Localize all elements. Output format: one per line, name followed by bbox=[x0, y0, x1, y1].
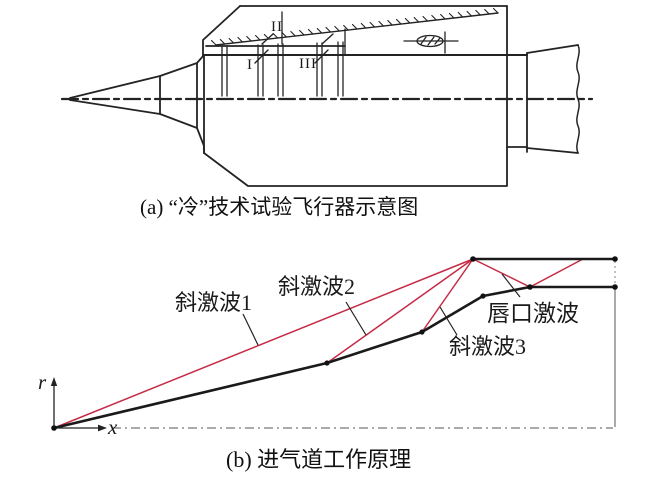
leader-shock2 bbox=[345, 301, 367, 336]
leader-lip-shock bbox=[501, 273, 521, 298]
oblique-shock-1-label: 斜激波1 bbox=[175, 290, 253, 315]
inlet-diagram bbox=[50, 256, 618, 432]
leader-shock1 bbox=[242, 313, 259, 346]
coordinate-axes bbox=[53, 381, 99, 429]
oblique-shock-2-label: 斜激波2 bbox=[278, 274, 356, 299]
body-outline bbox=[202, 5, 528, 187]
station-label-3: III bbox=[299, 56, 317, 72]
compression-ramp bbox=[52, 285, 617, 430]
oblique-shock-1-line bbox=[53, 258, 474, 429]
caption-figure-b: (b) 进气道工作原理 bbox=[226, 447, 412, 472]
geometry-node-dots bbox=[51, 256, 618, 431]
oblique-shock-3-line bbox=[421, 258, 474, 333]
lip-shock-label: 唇口激波 bbox=[487, 301, 579, 326]
oblique-shock-2-line bbox=[326, 258, 474, 364]
flameholder-oval bbox=[403, 34, 459, 48]
tailpipe-nozzle bbox=[506, 44, 580, 154]
r-axis-label: r bbox=[38, 370, 47, 394]
x-axis-arrowhead bbox=[98, 424, 107, 432]
oblique-shock-3-label: 斜激波3 bbox=[449, 334, 527, 359]
station-label-2: II bbox=[271, 19, 283, 35]
station-tick-marks bbox=[254, 33, 334, 64]
shock-waves bbox=[53, 258, 584, 429]
leader-shock3 bbox=[439, 306, 458, 336]
x-axis-label: x bbox=[108, 415, 118, 439]
hatched-cut-edge bbox=[210, 7, 499, 46]
nose-spike bbox=[69, 54, 205, 154]
lip-shock-line bbox=[472, 258, 584, 288]
duct-station-lines bbox=[221, 11, 446, 97]
label-leaders bbox=[242, 273, 521, 346]
r-axis-arrowhead bbox=[50, 377, 58, 386]
inlet-geometry bbox=[52, 257, 617, 430]
station-label-1: I bbox=[247, 57, 253, 73]
caption-figure-a: (a) “冷”技术试验飞行器示意图 bbox=[140, 195, 419, 219]
vehicle-schematic bbox=[60, 5, 594, 187]
